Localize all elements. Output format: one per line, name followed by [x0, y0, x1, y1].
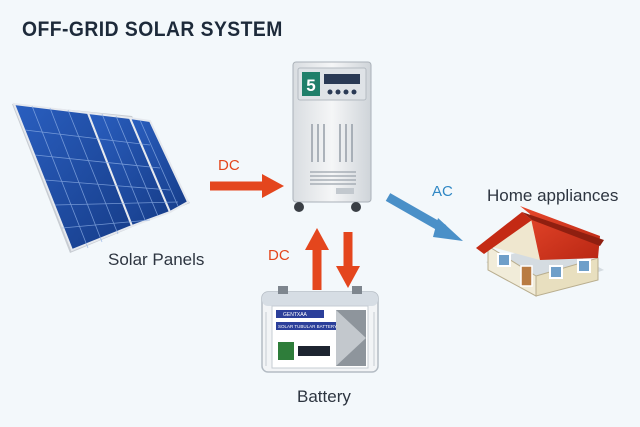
solar-panels-label: Solar Panels	[108, 250, 205, 269]
battery-brand-text: GENTXAA	[283, 312, 308, 318]
battery-label: Battery	[297, 387, 351, 406]
inverter-icon: 5	[292, 61, 372, 212]
dc-arrow-up	[305, 228, 329, 290]
solar-panel-icon	[12, 102, 190, 253]
ac-arrow	[385, 193, 463, 241]
ac-label: AC	[432, 183, 453, 200]
diagram-title: OFF-GRID SOLAR SYSTEM	[22, 18, 283, 41]
home-appliances-label: Home appliances	[487, 186, 619, 205]
inverter-display-digit: 5	[306, 76, 315, 95]
dc-arrow-right	[210, 174, 284, 198]
dc-arrow-down	[336, 232, 360, 288]
dc-label-panels: DC	[218, 157, 240, 174]
battery-product-text: SOLAR TUBULAR BATTERY	[278, 324, 337, 329]
dc-label-battery: DC	[268, 247, 290, 264]
house-icon	[476, 206, 604, 297]
battery-icon: GENTXAA SOLAR TUBULAR BATTERY	[261, 286, 379, 373]
